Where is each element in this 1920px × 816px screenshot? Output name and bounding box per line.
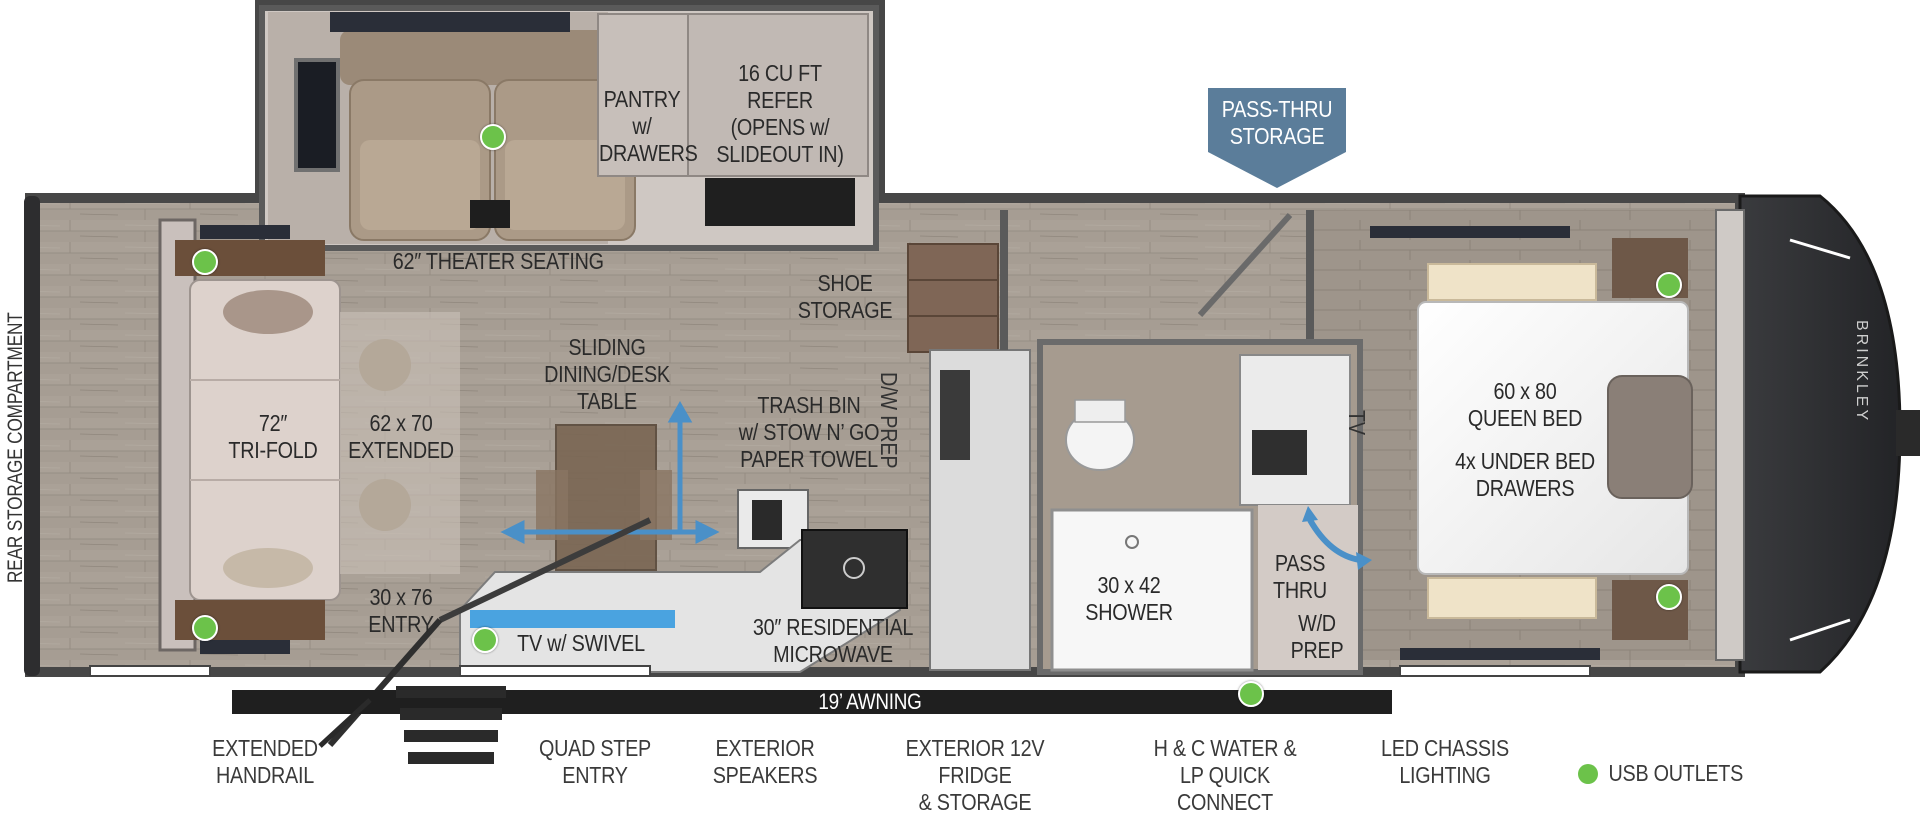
stove [801,529,908,609]
rear-wall-band [24,196,40,676]
hitch [1896,410,1920,456]
table-arrows [500,400,720,545]
awning-label: 19’ AWNING [818,689,922,714]
feature-fridge: EXTERIOR 12V FRIDGE & STORAGE [905,735,1045,815]
side-rail [1715,209,1745,661]
shower-label: 30 x 42 SHOWER [1085,572,1173,625]
bedroom-window-top [1370,226,1570,238]
ottoman-2 [359,479,411,531]
theater-seating-label: 62″ THEATER SEATING [392,248,604,274]
usb-outlet [472,627,498,653]
kitchen-counter [459,539,901,673]
trifold-label: 72″ TRI-FOLD [228,410,318,463]
floorplan-diagram [24,0,1920,764]
feature-speakers: EXTERIOR SPEAKERS [712,735,818,788]
bedroom-furniture [1427,238,1688,640]
pass-thru-storage-label: PASS-THRU STORAGE [1221,96,1333,149]
feature-led: LED CHASSIS LIGHTING [1381,735,1509,788]
entry-label: 30 x 76 ENTRY [368,584,434,637]
entry-door-swing [327,618,443,747]
dw-prep-label: D/W PREP [876,372,902,469]
under-bed-label: 4x UNDER BED DRAWERS [1455,448,1595,501]
wd-prep-area [1258,505,1358,670]
front-cap [1738,194,1902,674]
tv-swivel-label: TV w/ SWIVEL [517,630,645,656]
brand-label: BRINKLEY [1853,320,1870,424]
refer-cabinet [687,13,869,177]
pass-thru-arrow [1307,518,1361,563]
ottoman-1 [359,339,411,391]
pantry-label: PANTRY w/ DRAWERS [599,86,698,166]
slideout-window [294,58,340,172]
usb-outlet [1238,681,1264,707]
rear-storage-label: REAR STORAGE COMPARTMENT [4,312,27,583]
usb-legend-label: USB OUTLETS [1608,760,1744,786]
usb-outlet [1656,584,1682,610]
rear-window-top [200,225,290,239]
shower [1050,508,1254,672]
curb-window-2 [459,665,651,677]
usb-outlet [480,124,506,150]
usb-legend-dot [1578,764,1598,784]
usb-outlet [1656,272,1682,298]
quad-step [396,686,506,764]
tv-label: TV [1344,410,1370,435]
rear-window-bottom [200,640,290,654]
pass-thru-storage-badge [1208,88,1346,188]
sliding-table-label: SLIDING DINING/DESK TABLE [544,334,670,414]
feature-quad-step: QUAD STEP ENTRY [539,735,651,788]
refer-dark-base [705,178,855,226]
bedroom-window-bottom [1400,648,1600,660]
extended-handrail [318,698,372,748]
feature-water: H & C WATER & LP QUICK CONNECT [1153,735,1297,815]
refer-label: 16 CU FT REFER (OPENS w/ SLIDEOUT IN) [716,60,844,167]
wd-prep-label: W/D PREP [1290,610,1344,663]
trash-bin-label: TRASH BIN w/ STOW N’ GO PAPER TOWEL [738,392,880,472]
sliding-table [536,424,672,571]
shoe-storage-label: SHOE STORAGE [797,270,893,323]
extended-label: 62 x 70 EXTENDED [348,410,454,463]
pass-thru-label: PASS THRU [1273,550,1327,603]
tv-swivel [470,610,675,628]
shoe-storage [907,243,999,353]
bath-door [1197,212,1293,318]
usb-outlet [192,249,218,275]
feature-handrail: EXTENDED HANDRAIL [212,735,318,788]
curb-window-1 [89,665,211,677]
queen-bed-label: 60 x 80 QUEEN BED [1467,378,1583,431]
microwave-label: 30″ RESIDENTIAL MICROWAVE [752,614,914,667]
bed-pillows [1607,375,1693,499]
curb-window-3 [1399,665,1591,677]
slideout-top-window [330,12,570,32]
usb-outlet [192,615,218,641]
